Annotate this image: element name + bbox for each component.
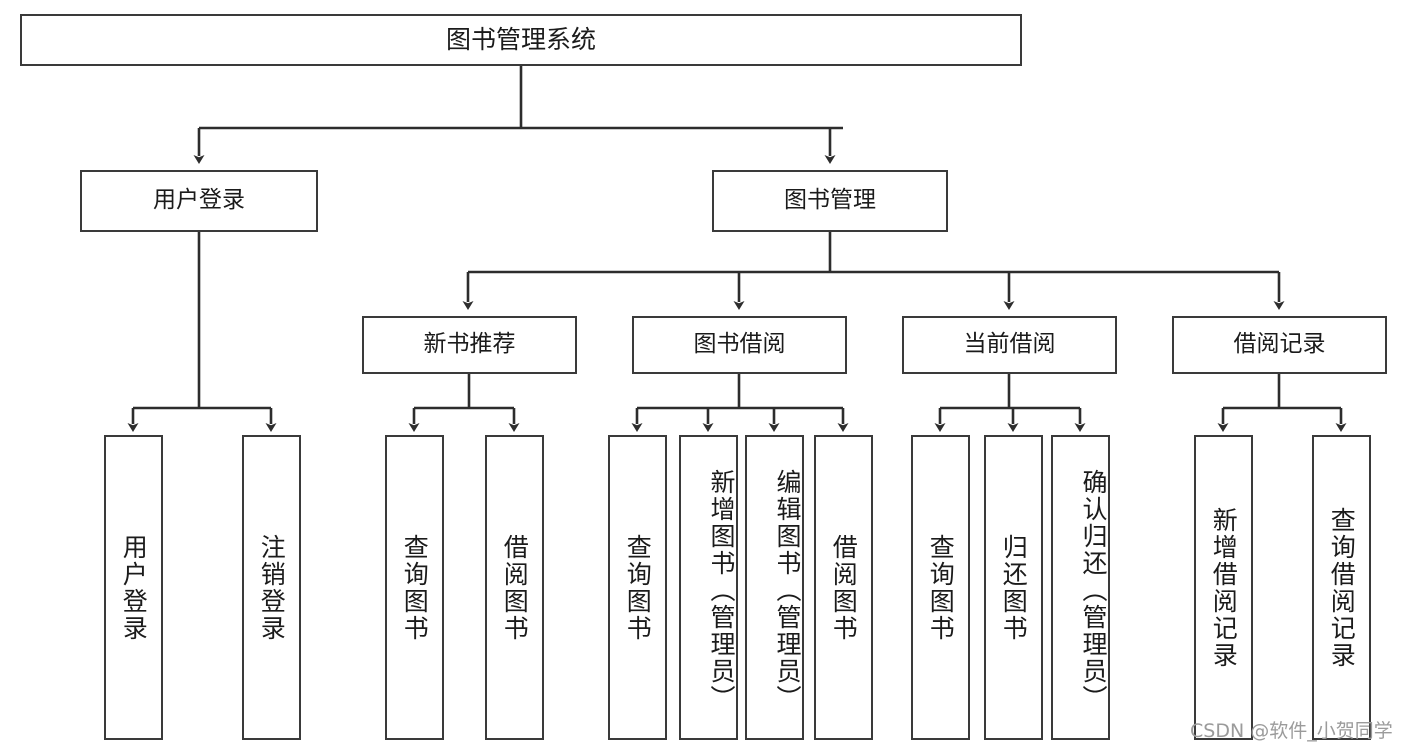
leaf-logout: 注销登录 xyxy=(242,435,301,740)
node-user-login: 用户登录 xyxy=(80,170,318,232)
leaf-query-book-newbook: 查询图书 xyxy=(385,435,444,740)
leaf-query-book-borrow: 查询图书 xyxy=(608,435,667,740)
leaf-user-login: 用户登录 xyxy=(104,435,163,740)
node-new-book-recommend: 新书推荐 xyxy=(362,316,577,374)
node-book-management: 图书管理 xyxy=(712,170,948,232)
leaf-query-borrow-record: 查询借阅记录 xyxy=(1312,435,1371,740)
leaf-borrow-book: 借阅图书 xyxy=(814,435,873,740)
leaf-add-book-admin: 新增图书（管理员） xyxy=(679,435,738,740)
node-borrow-records: 借阅记录 xyxy=(1172,316,1387,374)
node-current-borrow: 当前借阅 xyxy=(902,316,1117,374)
leaf-edit-book-admin: 编辑图书（管理员） xyxy=(745,435,804,740)
leaf-add-borrow-record: 新增借阅记录 xyxy=(1194,435,1253,740)
leaf-return-book: 归还图书 xyxy=(984,435,1043,740)
leaf-query-book-current: 查询图书 xyxy=(911,435,970,740)
node-root-system: 图书管理系统 xyxy=(20,14,1022,66)
csdn-watermark: CSDN @软件_小贺同学 xyxy=(1190,720,1393,742)
node-book-borrow: 图书借阅 xyxy=(632,316,847,374)
leaf-borrow-book-newbook: 借阅图书 xyxy=(485,435,544,740)
leaf-confirm-return-admin: 确认归还（管理员） xyxy=(1051,435,1110,740)
